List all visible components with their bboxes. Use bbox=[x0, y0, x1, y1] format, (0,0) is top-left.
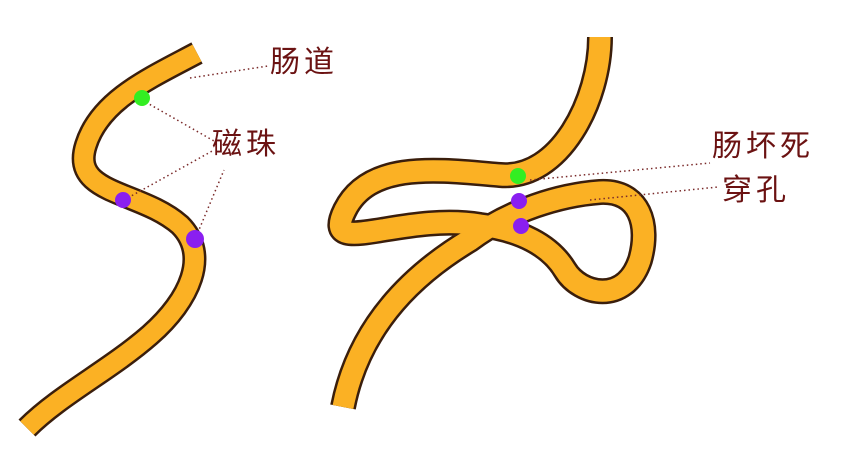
right-intestine bbox=[327, 36, 657, 410]
magnet-purple-right-1 bbox=[511, 193, 527, 209]
leader-necrosis bbox=[529, 162, 711, 181]
magnets bbox=[115, 90, 529, 248]
leader-magnet-green bbox=[141, 99, 215, 142]
leader-magnet-purple-2 bbox=[195, 169, 225, 238]
left-intestine bbox=[18, 42, 207, 437]
leader-intestine bbox=[189, 65, 269, 79]
leader-magnet-purple-1 bbox=[123, 149, 215, 201]
label-intestine: 肠道 bbox=[270, 45, 338, 80]
label-perforation: 穿孔 bbox=[722, 173, 790, 208]
magnet-green-left bbox=[134, 90, 150, 106]
leader-lines bbox=[123, 65, 719, 238]
magnet-purple-right-2 bbox=[513, 218, 529, 234]
label-necrosis: 肠坏死 bbox=[712, 129, 814, 164]
label-magnetic-beads: 磁珠 bbox=[212, 127, 280, 162]
magnet-purple-left-2 bbox=[186, 230, 204, 248]
leader-perforation bbox=[589, 186, 719, 201]
magnet-green-right bbox=[510, 168, 526, 184]
magnet-purple-left-1 bbox=[115, 192, 131, 208]
